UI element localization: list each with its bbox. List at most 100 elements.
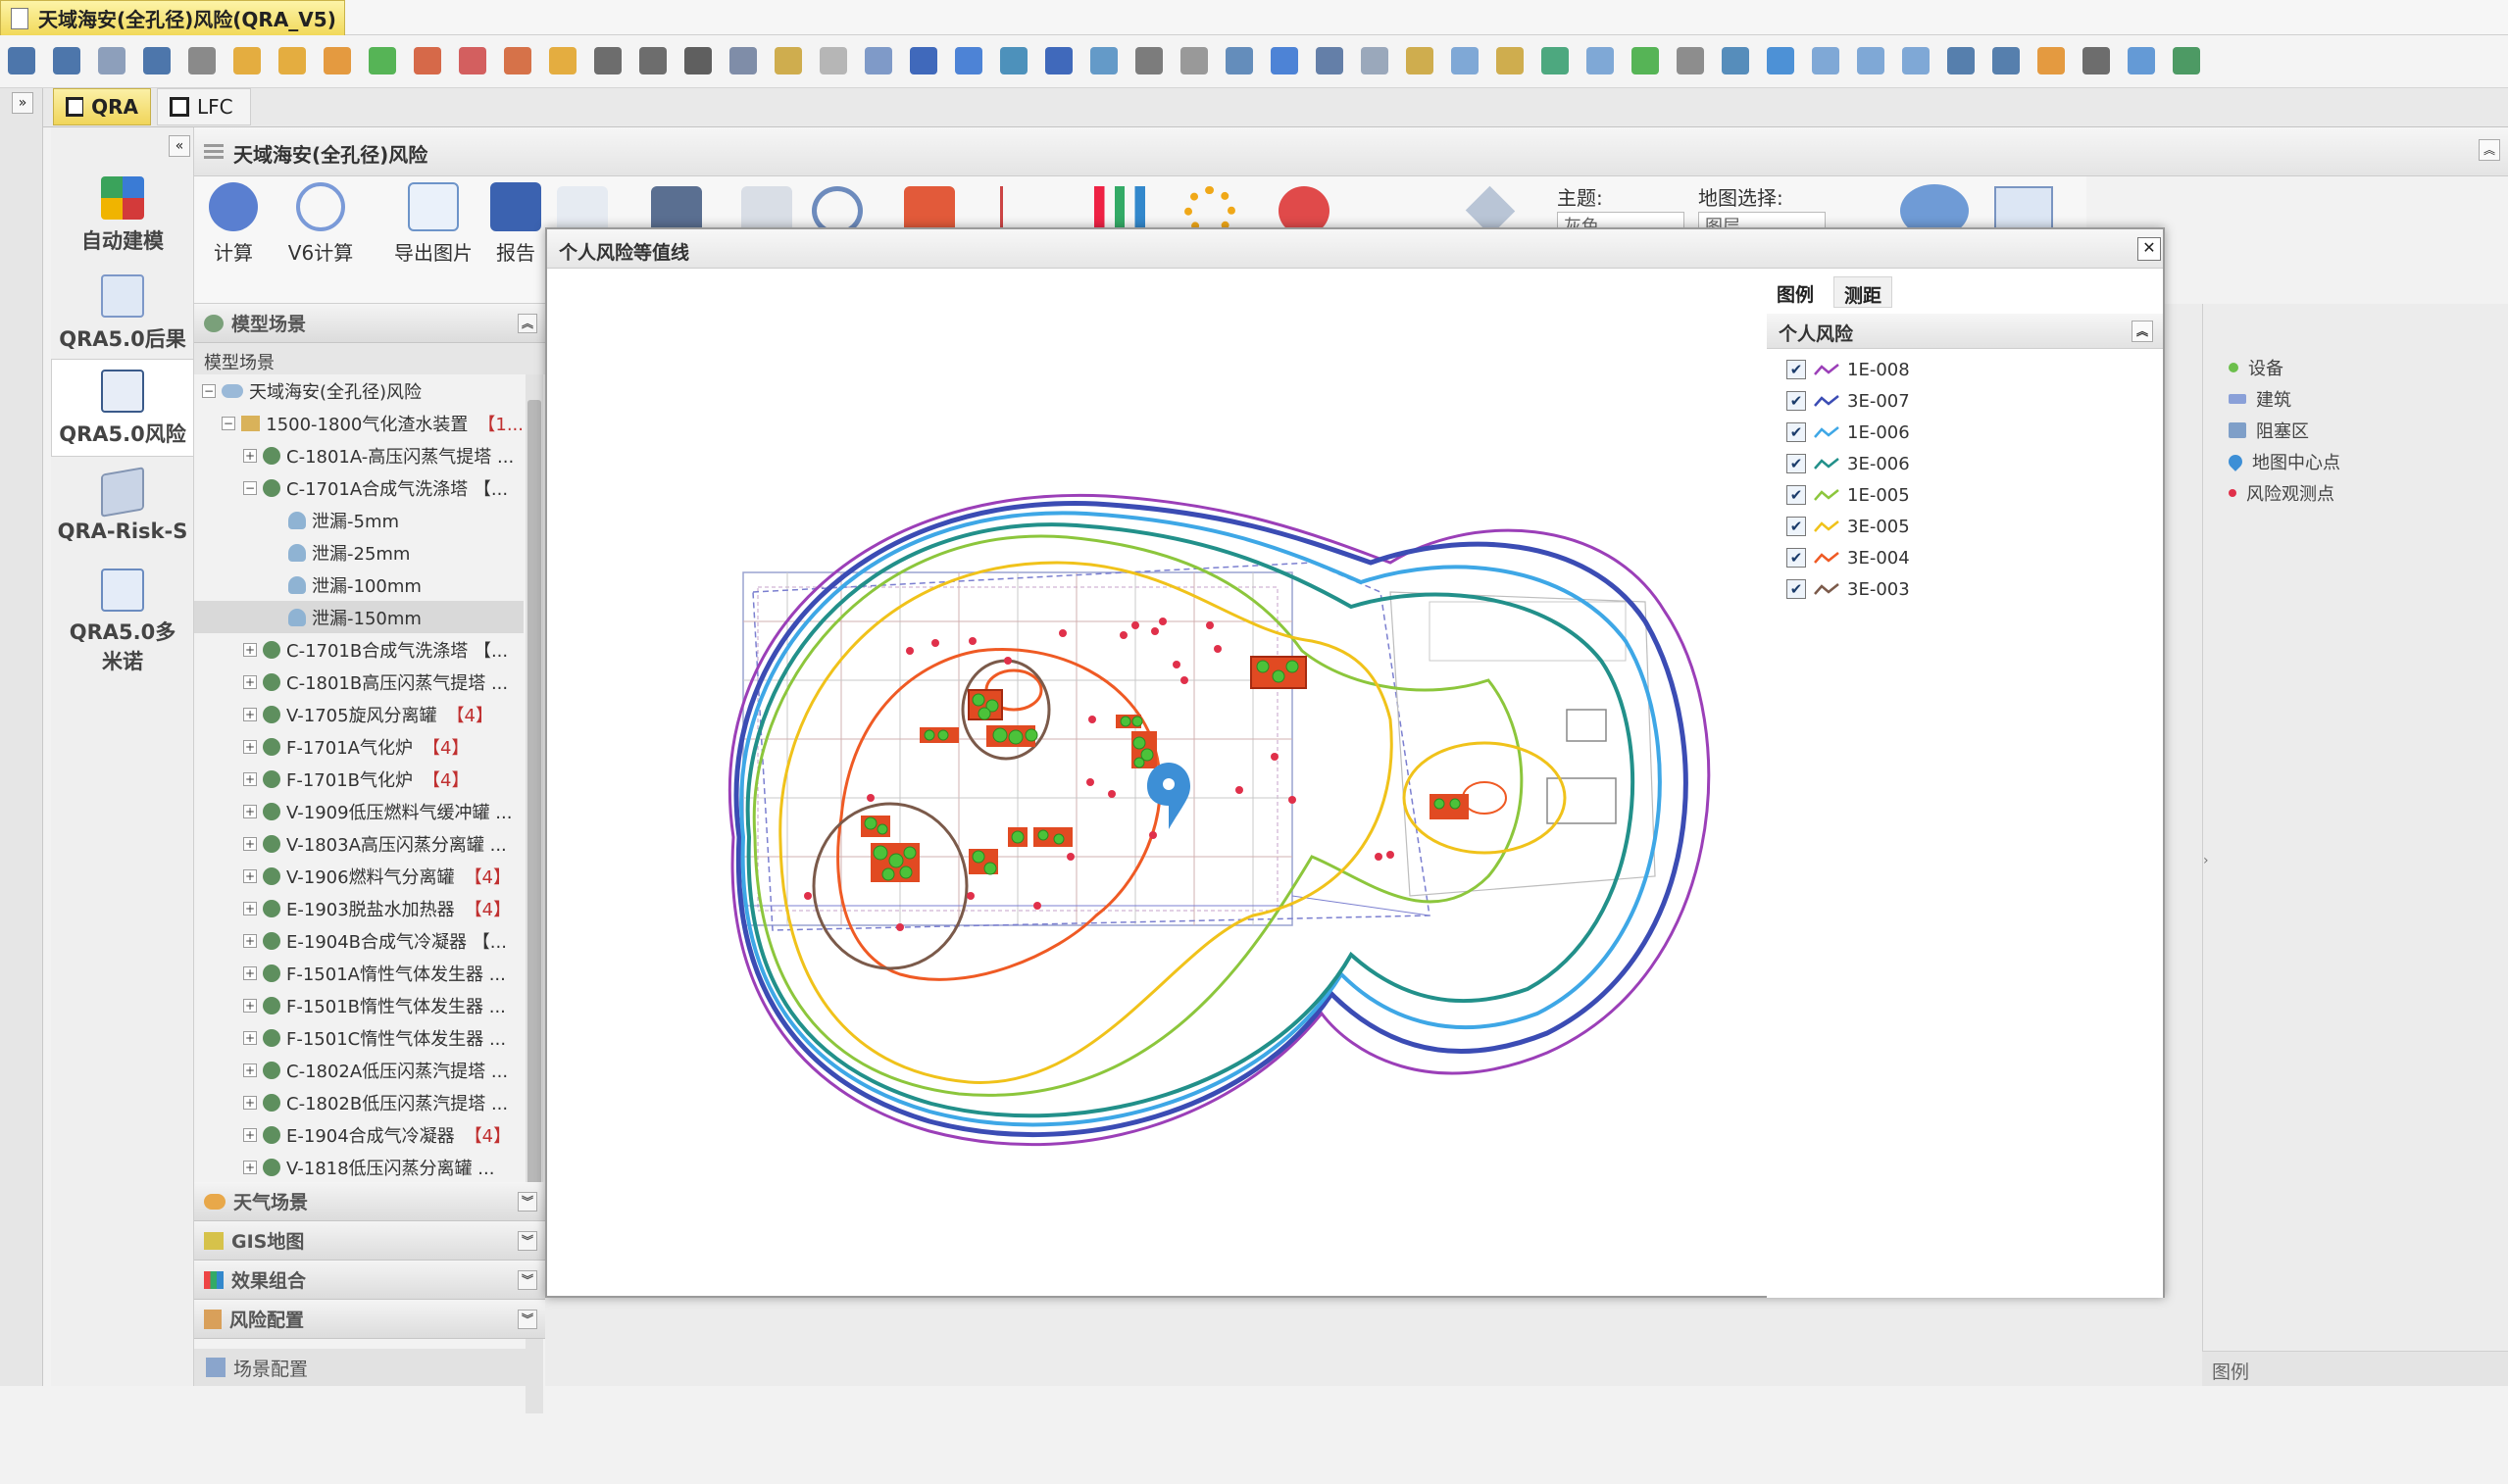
tree-leaf-item[interactable]: 泄漏-150mm (194, 601, 524, 633)
tree-item[interactable]: +C-1701B合成气洗涤塔 【... (194, 633, 524, 666)
toolbar-tool-icon[interactable] (1631, 47, 1659, 74)
individual-risk-header[interactable]: 个人风险 ︽ (1767, 314, 2163, 349)
legend-checkbox[interactable]: ✔ (1786, 360, 1806, 379)
legend-row[interactable]: ✔3E-006 (1782, 449, 1910, 478)
tree-item[interactable]: +C-1802A低压闪蒸汽提塔 ... (194, 1054, 524, 1086)
legend-row[interactable]: ✔1E-006 (1782, 418, 1910, 447)
card-icon[interactable] (1994, 186, 2053, 235)
expand-node-icon[interactable]: + (243, 868, 257, 883)
toolbar-tool-icon[interactable] (955, 47, 982, 74)
expand-node-icon[interactable]: + (243, 1030, 257, 1045)
chevron-up-icon[interactable]: ︽ (518, 314, 537, 333)
expand-node-icon[interactable]: + (243, 933, 257, 948)
chevron-left-icon[interactable]: › (2203, 853, 2209, 868)
tree-item[interactable]: +V-1818低压闪蒸分离罐 ... (194, 1151, 524, 1183)
chevron-down-icon[interactable]: ︾ (518, 1231, 537, 1251)
risk-config-header[interactable]: 风险配置 ︾ (194, 1300, 545, 1339)
legend-item-observation[interactable]: 风险观测点 (2229, 480, 2334, 506)
legend-checkbox[interactable]: ✔ (1786, 548, 1806, 568)
toolbar-tool-icon[interactable] (1406, 47, 1433, 74)
legend-row[interactable]: ✔3E-007 (1782, 386, 1910, 416)
tree-item[interactable]: +F-1501A惰性气体发生器 ... (194, 957, 524, 989)
tree-item[interactable]: +F-1701B气化炉【4】 (194, 763, 524, 795)
toolbar-tool-icon[interactable] (1361, 47, 1388, 74)
expand-node-icon[interactable]: + (243, 674, 257, 689)
tab-measure[interactable]: 测距 (1833, 276, 1893, 308)
chevron-down-icon[interactable]: ︾ (518, 1310, 537, 1329)
menu-icon[interactable] (204, 141, 224, 161)
export-image-button[interactable]: 导出图片 (386, 176, 480, 266)
collapse-nav-icon[interactable]: « (169, 135, 190, 157)
tree-item[interactable]: +F-1701A气化炉【4】 (194, 730, 524, 763)
tab-qra[interactable]: QRA (53, 88, 151, 125)
tree-item[interactable]: −C-1701A合成气洗涤塔 【... (194, 471, 524, 504)
nav-item-qra-domino[interactable]: QRA5.0多米诺 (51, 569, 194, 676)
toolbar-tool-icon[interactable] (53, 47, 80, 74)
toolbar-tool-icon[interactable] (820, 47, 847, 74)
pulse-icon[interactable] (904, 186, 955, 235)
model-scene-header[interactable]: 模型场景 ︽ (194, 304, 545, 343)
tree-item[interactable]: +E-1904B合成气冷凝器 【... (194, 924, 524, 957)
toolbar-tool-icon[interactable] (549, 47, 577, 74)
report-button[interactable]: 报告 (484, 176, 547, 266)
tree-leaf-item[interactable]: 泄漏-100mm (194, 569, 524, 601)
toolbar-tool-icon[interactable] (910, 47, 937, 74)
legend-item-equipment[interactable]: 设备 (2229, 355, 2283, 380)
toolbar-tool-icon[interactable] (2082, 47, 2110, 74)
toolbar-tool-icon[interactable] (143, 47, 171, 74)
expand-node-icon[interactable]: + (243, 1160, 257, 1174)
legend-checkbox[interactable]: ✔ (1786, 422, 1806, 442)
chart-icon[interactable] (557, 186, 608, 235)
nav-item-auto-modeling[interactable]: 自动建模 (51, 176, 194, 255)
legend-row[interactable]: ✔3E-005 (1782, 512, 1910, 541)
collapse-scene-icon[interactable]: ︽ (2479, 139, 2500, 161)
toolbar-tool-icon[interactable] (1902, 47, 1930, 74)
expand-node-icon[interactable]: + (243, 448, 257, 463)
toolbar-tool-icon[interactable] (1180, 47, 1208, 74)
toolbar-tool-icon[interactable] (278, 47, 306, 74)
effect-combo-header[interactable]: 效果组合 ︾ (194, 1261, 545, 1300)
legend-checkbox[interactable]: ✔ (1786, 485, 1806, 505)
expand-panel-icon[interactable]: » (12, 92, 33, 114)
toolbar-tool-icon[interactable] (414, 47, 441, 74)
legend-item-building[interactable]: 建筑 (2229, 386, 2291, 412)
tree-scrollbar[interactable] (526, 374, 543, 1413)
nav-item-qra-risk-s[interactable]: QRA-Risk-S (51, 467, 194, 543)
expand-node-icon[interactable]: + (243, 771, 257, 786)
toolbar-tool-icon[interactable] (1045, 47, 1073, 74)
toolbar-tool-icon[interactable] (1496, 47, 1524, 74)
tree-item[interactable]: −天域海安(全孔径)风险 (194, 374, 524, 407)
toolbar-tool-icon[interactable] (1135, 47, 1163, 74)
toolbar-tool-icon[interactable] (865, 47, 892, 74)
legend-footer[interactable]: 图例 (2202, 1351, 2508, 1386)
collapse-node-icon[interactable]: − (243, 480, 257, 495)
nav-item-qra-consequence[interactable]: QRA5.0后果 (51, 274, 194, 353)
chevron-down-icon[interactable]: ︾ (518, 1192, 537, 1212)
weather-scene-header[interactable]: 天气场景 ︾ (194, 1182, 545, 1221)
legend-row[interactable]: ✔1E-008 (1782, 355, 1910, 384)
toolbar-tool-icon[interactable] (1812, 47, 1839, 74)
tree-leaf-item[interactable]: 泄漏-5mm (194, 504, 524, 536)
table-icon[interactable] (741, 186, 792, 235)
expand-node-icon[interactable]: + (243, 836, 257, 851)
tree-item[interactable]: −1500-1800气化渣水装置【1... (194, 407, 524, 439)
toolbar-tool-icon[interactable] (1586, 47, 1614, 74)
tree-item[interactable]: +C-1801A-高压闪蒸气提塔 ... (194, 439, 524, 471)
toolbar-tool-icon[interactable] (1316, 47, 1343, 74)
toolbar-tool-icon[interactable] (729, 47, 757, 74)
map-pin-icon[interactable] (1147, 763, 1190, 829)
toolbar-tool-icon[interactable] (1722, 47, 1749, 74)
tree-item[interactable]: +C-1801B高压闪蒸气提塔 ... (194, 666, 524, 698)
tree-item[interactable]: +F-1501B惰性气体发生器 ... (194, 989, 524, 1021)
legend-row[interactable]: ✔3E-003 (1782, 574, 1910, 604)
tree-item[interactable]: +E-1903脱盐水加热器【4】 (194, 892, 524, 924)
toolbar-tool-icon[interactable] (504, 47, 531, 74)
toolbar-tool-icon[interactable] (2128, 47, 2155, 74)
toolbar-tool-icon[interactable] (2173, 47, 2200, 74)
toolbar-tool-icon[interactable] (1090, 47, 1118, 74)
tab-lfc[interactable]: LFC (157, 88, 251, 125)
toolbar-tool-icon[interactable] (188, 47, 216, 74)
tree-item[interactable]: +V-1803A高压闪蒸分离罐 ... (194, 827, 524, 860)
expand-node-icon[interactable]: + (243, 901, 257, 915)
toolbar-tool-icon[interactable] (684, 47, 712, 74)
